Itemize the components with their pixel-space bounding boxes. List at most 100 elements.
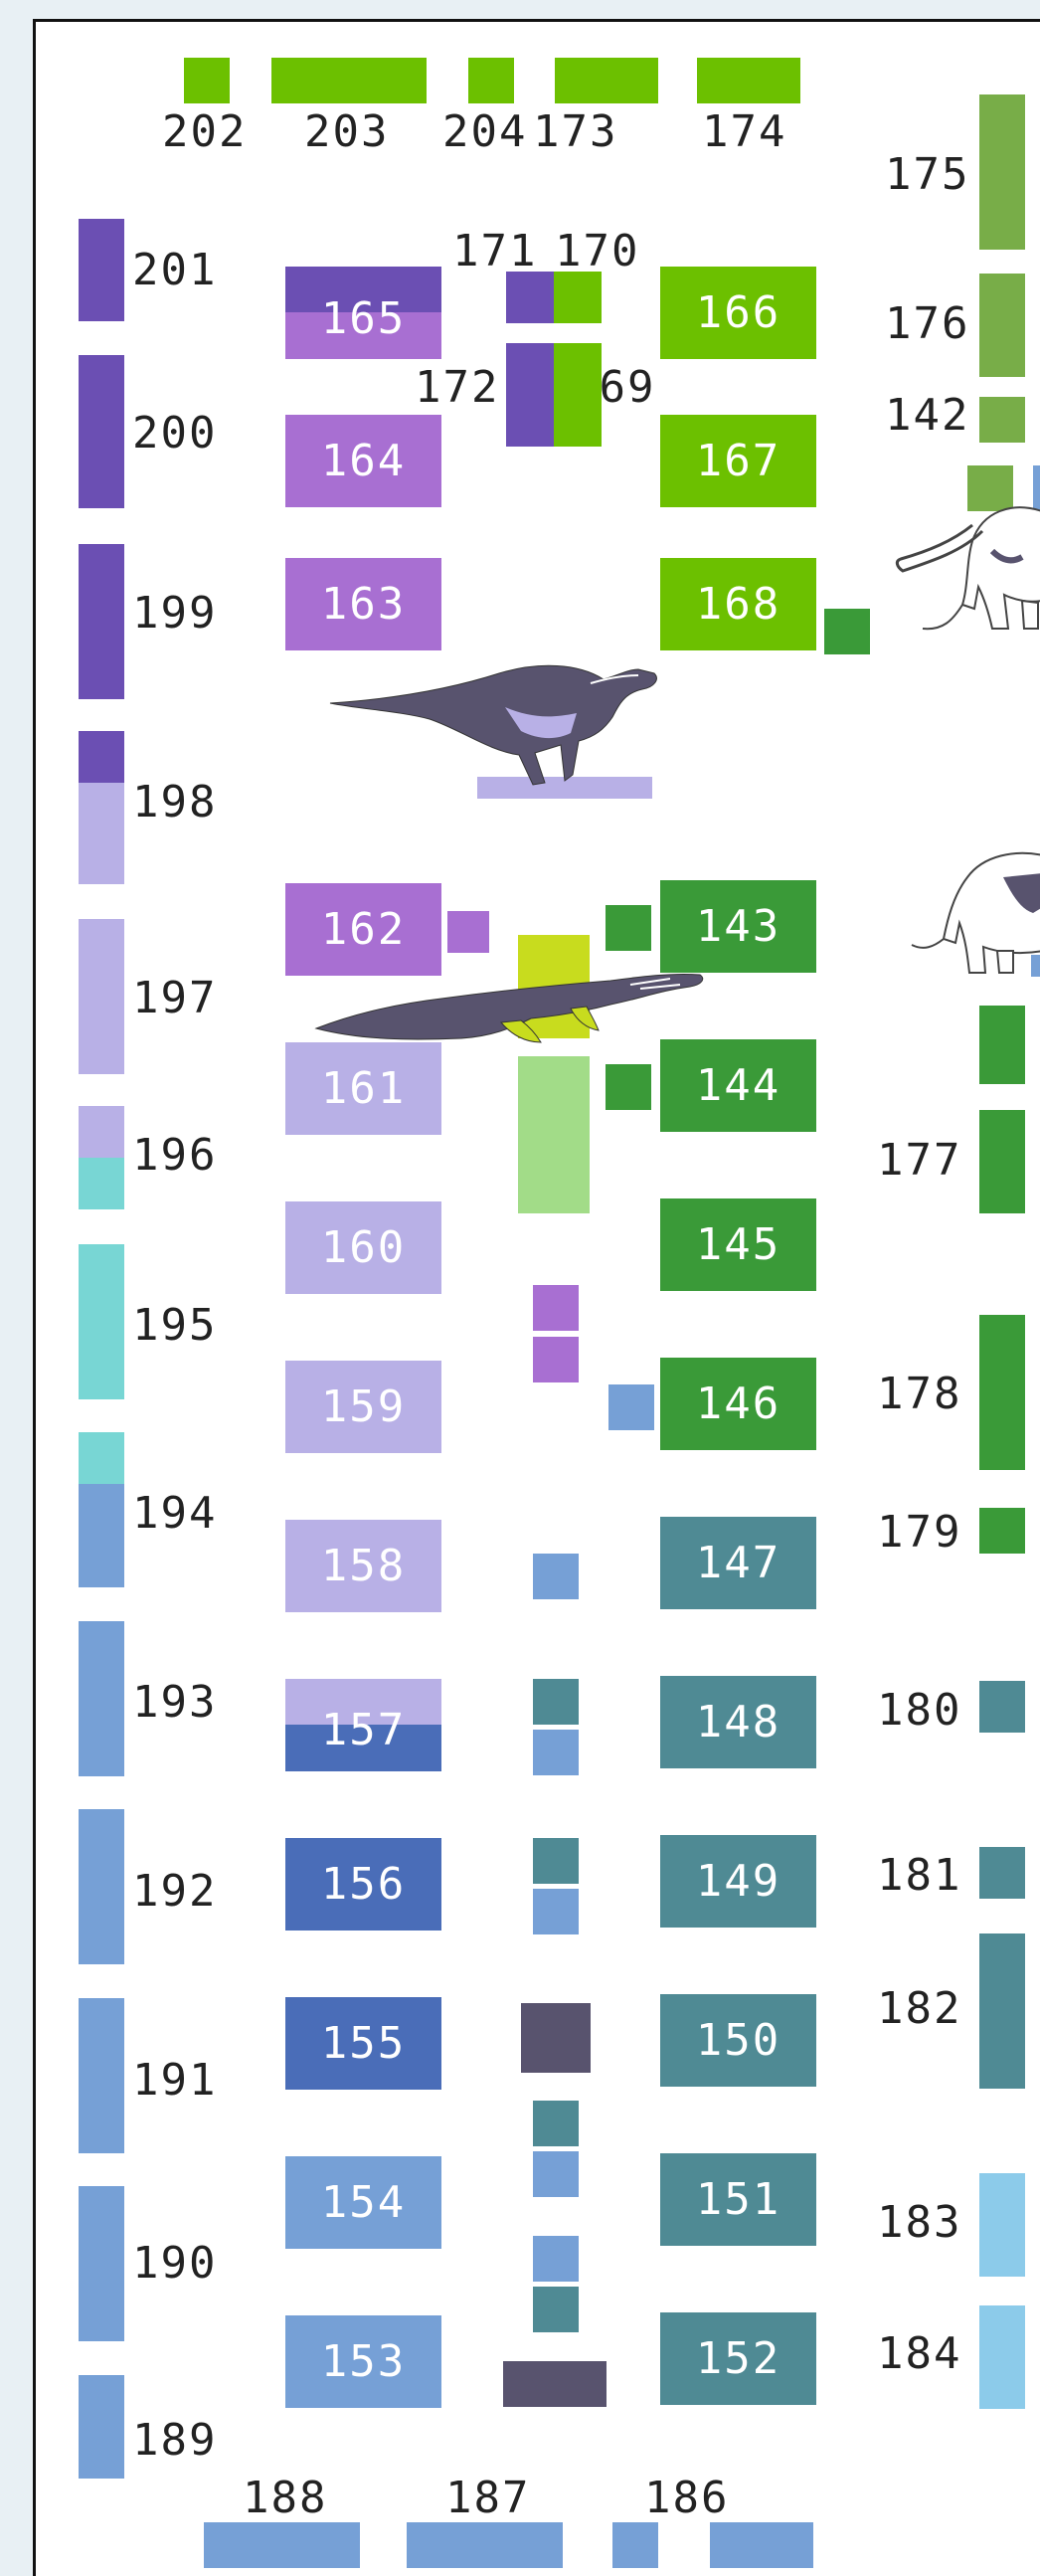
block-176[interactable]: [979, 274, 1025, 377]
block-pale-green[interactable]: [518, 1056, 590, 1213]
room-167[interactable]: 167: [660, 415, 816, 507]
block-182[interactable]: [979, 1933, 1025, 2089]
room-165[interactable]: 165: [285, 267, 441, 359]
block-186a[interactable]: [612, 2522, 658, 2568]
block-195[interactable]: [79, 1244, 124, 1399]
block-175[interactable]: [979, 94, 1025, 250]
block-178[interactable]: [979, 1315, 1025, 1470]
block-purple-small[interactable]: [447, 911, 489, 953]
room-149[interactable]: 149: [660, 1835, 816, 1928]
label-178: 178: [877, 1369, 962, 1419]
mammoth-icon[interactable]: [893, 491, 1040, 650]
block-191[interactable]: [79, 1998, 124, 2153]
block-172[interactable]: [506, 343, 554, 447]
block-green-r1[interactable]: [979, 1006, 1025, 1084]
block-200[interactable]: [79, 355, 124, 508]
block-blue-b[interactable]: [533, 1730, 579, 1775]
block-teal-a[interactable]: [533, 1679, 579, 1725]
room-147[interactable]: 147: [660, 1517, 816, 1609]
room-152[interactable]: 152: [660, 2312, 816, 2405]
hadrosaur-skeleton-icon[interactable]: [329, 659, 688, 799]
block-blue-edge-a[interactable]: [1033, 465, 1040, 511]
block-203[interactable]: [271, 58, 427, 103]
label-182: 182: [877, 1983, 962, 2034]
label-203: 203: [304, 106, 390, 157]
room-150[interactable]: 150: [660, 1994, 816, 2087]
label-171: 171: [452, 226, 538, 276]
block-202[interactable]: [184, 58, 230, 103]
block-blue-d[interactable]: [533, 2151, 579, 2197]
block-174[interactable]: [697, 58, 800, 103]
block-204[interactable]: [468, 58, 514, 103]
block-teal-c[interactable]: [533, 2101, 579, 2146]
block-181[interactable]: [979, 1847, 1025, 1899]
block-173[interactable]: [555, 58, 658, 103]
room-144[interactable]: 144: [660, 1039, 816, 1132]
room-146[interactable]: 146: [660, 1358, 816, 1450]
mastodon-icon[interactable]: [904, 847, 1040, 977]
room-151[interactable]: 151: [660, 2153, 816, 2246]
block-blue-c[interactable]: [533, 1889, 579, 1934]
mosasaur-skeleton-icon[interactable]: [312, 965, 710, 1044]
room-161[interactable]: 161: [285, 1042, 441, 1135]
block-teal-d[interactable]: [533, 2287, 579, 2332]
block-169[interactable]: [554, 343, 602, 447]
block-199[interactable]: [79, 544, 124, 699]
block-slate-a[interactable]: [521, 2003, 591, 2073]
label-195: 195: [132, 1300, 218, 1351]
block-177[interactable]: [979, 1110, 1025, 1213]
block-purple-b[interactable]: [533, 1337, 579, 1382]
block-180[interactable]: [979, 1681, 1025, 1733]
block-teal-b[interactable]: [533, 1838, 579, 1884]
block-green-small[interactable]: [824, 609, 870, 654]
block-196[interactable]: [79, 1106, 124, 1209]
block-193[interactable]: [79, 1621, 124, 1776]
room-143[interactable]: 143: [660, 880, 816, 973]
block-purple-a[interactable]: [533, 1285, 579, 1331]
room-168[interactable]: 168: [660, 558, 816, 650]
block-179[interactable]: [979, 1508, 1025, 1554]
block-183[interactable]: [979, 2173, 1025, 2277]
block-171[interactable]: [506, 272, 554, 323]
room-160[interactable]: 160: [285, 1201, 441, 1294]
block-184[interactable]: [979, 2305, 1025, 2409]
room-162[interactable]: 162: [285, 883, 441, 976]
block-blue-a[interactable]: [533, 1554, 579, 1599]
room-163[interactable]: 163: [285, 558, 441, 650]
block-186b[interactable]: [710, 2522, 813, 2568]
block-green-square-b[interactable]: [606, 1064, 651, 1110]
block-192[interactable]: [79, 1809, 124, 1964]
block-190[interactable]: [79, 2186, 124, 2341]
room-157[interactable]: 157: [285, 1679, 441, 1771]
room-153[interactable]: 153: [285, 2315, 441, 2408]
floor-map: 202 203 204 173 174 201 200 199 198 197 …: [33, 19, 1040, 2576]
room-166[interactable]: 166: [660, 267, 816, 359]
block-194[interactable]: [79, 1432, 124, 1587]
room-164[interactable]: 164: [285, 415, 441, 507]
block-197[interactable]: [79, 919, 124, 1074]
block-189[interactable]: [79, 2375, 124, 2479]
block-142[interactable]: [979, 397, 1025, 443]
room-155[interactable]: 155: [285, 1997, 441, 2090]
block-170[interactable]: [554, 272, 602, 323]
label-179: 179: [877, 1507, 962, 1558]
room-145[interactable]: 145: [660, 1198, 816, 1291]
block-188[interactable]: [204, 2522, 360, 2568]
room-156[interactable]: 156: [285, 1838, 441, 1931]
room-148[interactable]: 148: [660, 1676, 816, 1768]
label-193: 193: [132, 1677, 218, 1728]
block-198[interactable]: [79, 731, 124, 884]
room-154[interactable]: 154: [285, 2156, 441, 2249]
room-158[interactable]: 158: [285, 1520, 441, 1612]
label-198: 198: [132, 777, 218, 828]
block-blue-side[interactable]: [608, 1384, 654, 1430]
block-blue-e[interactable]: [533, 2236, 579, 2282]
label-190: 190: [132, 2238, 218, 2289]
block-187[interactable]: [407, 2522, 563, 2568]
room-159[interactable]: 159: [285, 1361, 441, 1453]
block-slate-b[interactable]: [503, 2361, 607, 2407]
label-199: 199: [132, 588, 218, 639]
block-201[interactable]: [79, 219, 124, 321]
block-olive-small[interactable]: [967, 465, 1013, 511]
block-green-square-a[interactable]: [606, 905, 651, 951]
